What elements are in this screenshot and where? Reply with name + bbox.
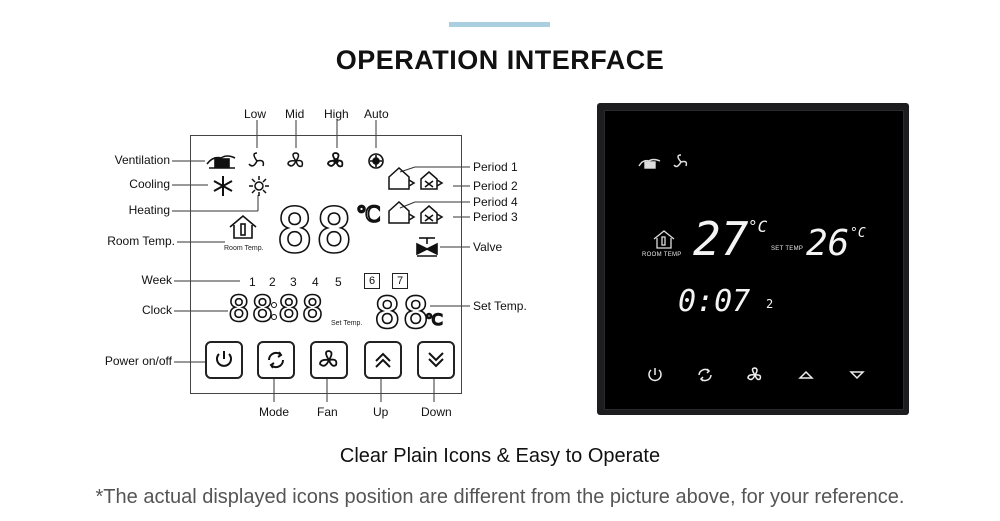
fan-icon xyxy=(319,350,338,367)
label-up: Up xyxy=(373,405,389,419)
label-room-temp: Room Temp. xyxy=(107,234,175,248)
set-temp-unit: °C xyxy=(850,226,866,241)
label-high: High xyxy=(324,107,349,121)
week-day-2: 2 xyxy=(269,275,276,289)
label-power: Power on/off xyxy=(104,354,172,368)
house-thermometer-icon xyxy=(229,214,257,239)
mode-cycle-icon xyxy=(267,351,285,369)
lcd-set-celsius: ℃ xyxy=(425,310,445,329)
up-button[interactable] xyxy=(797,366,815,384)
label-week: Week xyxy=(141,273,172,287)
thermostat-device: ROOM TEMP 27 °C SET TEMP 26 °C 0:07 2 xyxy=(597,103,909,415)
lcd-celsius: ℃ xyxy=(356,203,383,228)
fan-low-icon xyxy=(248,152,265,167)
valve-icon xyxy=(416,237,438,257)
power-button[interactable] xyxy=(646,366,664,384)
lcd-diagram: Low Mid High Auto Ventilation Cooling He… xyxy=(0,0,560,440)
room-temp-unit: °C xyxy=(748,217,768,236)
label-cooling: Cooling xyxy=(129,177,170,191)
room-temp-value: 27 xyxy=(693,212,749,266)
lcd-room-temp-caption: Room Temp. xyxy=(224,245,264,252)
label-period-2: Period 2 xyxy=(473,179,518,193)
house-thermometer-icon xyxy=(653,230,675,249)
fan-mid-icon xyxy=(287,152,304,168)
label-period-1: Period 1 xyxy=(473,160,518,174)
thermostat-screen: ROOM TEMP 27 °C SET TEMP 26 °C 0:07 2 xyxy=(604,110,904,410)
label-auto: Auto xyxy=(364,107,389,121)
ventilation-icon xyxy=(638,158,661,169)
label-heating: Heating xyxy=(128,203,170,217)
set-temp-value: 26 xyxy=(806,223,850,264)
lcd-set-temp-caption: Set Temp. xyxy=(331,320,363,327)
fan-button[interactable] xyxy=(310,341,348,379)
label-mid: Mid xyxy=(285,107,305,121)
snowflake-icon xyxy=(213,176,233,196)
lcd-clock-hours: 88 xyxy=(227,289,276,330)
power-button[interactable] xyxy=(205,341,243,379)
set-temp-caption: SET TEMP xyxy=(771,246,804,252)
mode-button[interactable] xyxy=(257,341,295,379)
label-ventilation: Ventilation xyxy=(114,153,170,167)
lcd-temp-digits: 88 xyxy=(275,194,355,267)
period-icons xyxy=(388,166,444,224)
chevron-up-icon xyxy=(375,352,391,368)
clock-colon-top xyxy=(271,302,277,308)
fan-auto-icon xyxy=(368,153,384,169)
label-fan: Fan xyxy=(317,405,338,419)
label-period-4: Period 4 xyxy=(473,195,518,209)
label-low: Low xyxy=(244,107,267,121)
down-button[interactable] xyxy=(417,341,455,379)
fan-icon xyxy=(673,154,688,168)
accent-bar xyxy=(449,22,550,27)
clock-display: 0:07 xyxy=(678,284,751,319)
week-day-1: 1 xyxy=(249,275,256,289)
weekday-display: 2 xyxy=(766,297,774,311)
fan-button[interactable] xyxy=(746,366,764,384)
ventilation-icon xyxy=(206,155,236,169)
chevron-down-icon xyxy=(428,352,444,368)
lcd-clock-minutes: 88 xyxy=(277,289,326,330)
lcd-set-digits: 88 xyxy=(373,288,431,339)
down-button[interactable] xyxy=(848,366,866,384)
fan-high-icon xyxy=(327,152,344,168)
week-day-6: 6 xyxy=(364,273,380,289)
lcd-frame xyxy=(190,135,462,394)
page-title: OPERATION INTERFACE xyxy=(335,45,665,75)
week-day-4: 4 xyxy=(312,275,319,289)
label-down: Down xyxy=(421,405,452,419)
sun-icon xyxy=(249,176,269,196)
footnote: *The actual displayed icons position are… xyxy=(95,486,905,508)
week-day-3: 3 xyxy=(290,275,297,289)
room-temp-caption: ROOM TEMP xyxy=(642,252,682,258)
label-clock: Clock xyxy=(141,303,172,317)
week-day-5: 5 xyxy=(335,275,342,289)
up-button[interactable] xyxy=(364,341,402,379)
mode-button[interactable] xyxy=(696,366,714,384)
clock-colon-bottom xyxy=(271,314,277,320)
label-period-3: Period 3 xyxy=(473,210,518,224)
leader-lines xyxy=(172,120,470,402)
label-set-temp: Set Temp. xyxy=(473,299,527,313)
label-mode: Mode xyxy=(259,405,290,419)
subtitle: Clear Plain Icons & Easy to Operate xyxy=(339,445,661,467)
label-valve: Valve xyxy=(473,240,503,254)
week-day-7: 7 xyxy=(392,273,408,289)
